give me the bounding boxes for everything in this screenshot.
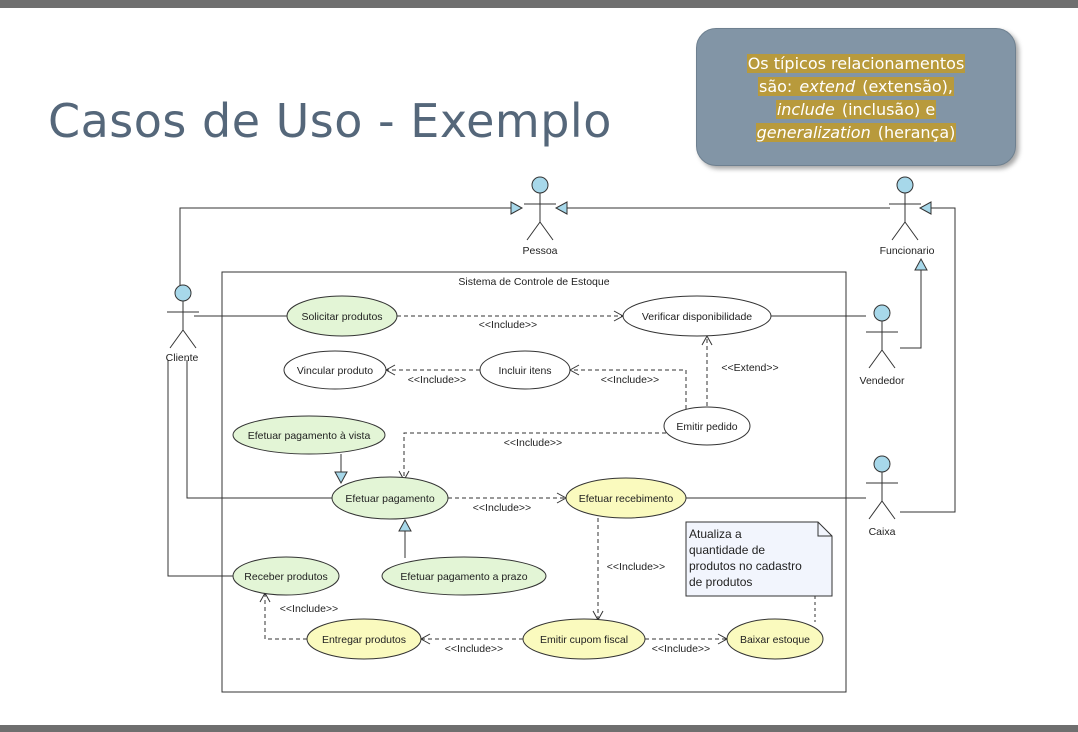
actor-funcionario[interactable] bbox=[889, 176, 921, 241]
svg-text:produtos no cadastro: produtos no cadastro bbox=[689, 559, 802, 573]
actor-cliente[interactable] bbox=[167, 284, 199, 349]
callout-line-2c: (extensão), bbox=[856, 77, 954, 96]
usecase-vincular-produto[interactable]: Vincular produto bbox=[283, 350, 387, 390]
svg-text:Verificar disponibilidade: Verificar disponibilidade bbox=[642, 311, 752, 323]
callout-text: Os típicos relacionamentos são: extend (… bbox=[697, 52, 1015, 144]
svg-text:Baixar estoque: Baixar estoque bbox=[740, 634, 810, 646]
usecase-emitir-cupom-fiscal[interactable]: Emitir cupom fiscal bbox=[522, 618, 646, 660]
usecase-baixar-estoque[interactable]: Baixar estoque bbox=[726, 618, 824, 660]
label-include-9: <<Include>> bbox=[280, 603, 338, 615]
svg-text:Entregar produtos: Entregar produtos bbox=[322, 634, 406, 646]
system-name: Sistema de Controle de Estoque bbox=[458, 276, 609, 288]
label-include-3: <<Include>> bbox=[601, 374, 659, 386]
label-include-8: <<Include>> bbox=[652, 643, 710, 655]
callout-line-2b: extend bbox=[798, 77, 857, 96]
include-emitir-incluir bbox=[568, 364, 687, 409]
actor-label-caixa: Caixa bbox=[869, 526, 896, 538]
svg-text:Vincular produto: Vincular produto bbox=[297, 365, 373, 377]
callout-line-4b: (herança) bbox=[871, 123, 957, 142]
include-emitir-pagamento bbox=[398, 432, 666, 482]
svg-text:Emitir cupom fiscal: Emitir cupom fiscal bbox=[540, 634, 628, 646]
callout-line-1: Os típicos relacionamentos bbox=[746, 54, 966, 73]
svg-text:Emitir pedido: Emitir pedido bbox=[676, 421, 737, 433]
svg-text:Efetuar pagamento a prazo: Efetuar pagamento a prazo bbox=[400, 571, 527, 583]
callout-box: Os típicos relacionamentos são: extend (… bbox=[696, 28, 1016, 166]
label-include-6: <<Include>> bbox=[607, 561, 665, 573]
assoc-cliente-receber bbox=[167, 360, 234, 577]
generalization-vendedor-funcionario bbox=[900, 257, 928, 349]
svg-text:Receber produtos: Receber produtos bbox=[244, 571, 327, 583]
svg-text:Atualiza a: Atualiza a bbox=[689, 527, 742, 541]
svg-text:de produtos: de produtos bbox=[689, 575, 752, 589]
note-atualiza-estoque: Atualiza a quantidade de produtos no cad… bbox=[685, 521, 833, 597]
actor-label-funcionario: Funcionario bbox=[880, 245, 935, 257]
usecase-entregar-produtos[interactable]: Entregar produtos bbox=[306, 618, 422, 660]
svg-text:Solicitar produtos: Solicitar produtos bbox=[301, 311, 382, 323]
label-extend: <<Extend>> bbox=[721, 362, 778, 374]
system-boundary bbox=[221, 271, 847, 693]
usecase-efetuar-pagamento[interactable]: Efetuar pagamento bbox=[331, 476, 449, 520]
svg-text:Efetuar pagamento: Efetuar pagamento bbox=[345, 493, 434, 505]
usecase-solicitar-produtos[interactable]: Solicitar produtos bbox=[286, 295, 398, 337]
slide-title: Casos de Uso - Exemplo bbox=[48, 94, 612, 148]
include-entregar-receber bbox=[259, 591, 307, 640]
label-include-7: <<Include>> bbox=[445, 643, 503, 655]
callout-line-4a: generalization bbox=[755, 123, 872, 142]
svg-text:Incluir itens: Incluir itens bbox=[498, 365, 551, 377]
usecase-verificar-disponibilidade[interactable]: Verificar disponibilidade bbox=[622, 295, 772, 337]
callout-line-3a: include bbox=[775, 100, 836, 119]
usecase-incluir-itens[interactable]: Incluir itens bbox=[479, 350, 571, 390]
actor-label-cliente: Cliente bbox=[166, 352, 199, 364]
usecase-efetuar-recebimento[interactable]: Efetuar recebimento bbox=[565, 477, 687, 519]
actor-vendedor[interactable] bbox=[866, 304, 898, 369]
usecase-efetuar-pagamento-vista[interactable]: Efetuar pagamento à vista bbox=[232, 415, 386, 455]
usecase-emitir-pedido[interactable]: Emitir pedido bbox=[663, 406, 751, 446]
svg-text:Efetuar recebimento: Efetuar recebimento bbox=[579, 493, 674, 505]
actor-label-vendedor: Vendedor bbox=[860, 375, 905, 387]
top-border-bar bbox=[0, 0, 1078, 8]
actor-caixa[interactable] bbox=[866, 455, 898, 520]
svg-text:quantidade de: quantidade de bbox=[689, 543, 765, 557]
callout-line-3b: (inclusão) e bbox=[835, 100, 937, 119]
svg-text:Efetuar pagamento à vista: Efetuar pagamento à vista bbox=[248, 430, 371, 442]
callout-line-2a: são: bbox=[757, 77, 799, 96]
assoc-cliente-pagamento bbox=[186, 360, 332, 499]
label-include-1: <<Include>> bbox=[479, 319, 537, 331]
usecase-receber-produtos[interactable]: Receber produtos bbox=[232, 556, 340, 596]
label-include-4: <<Include>> bbox=[504, 437, 562, 449]
label-include-5: <<Include>> bbox=[473, 502, 531, 514]
generalization-cliente-pessoa bbox=[179, 201, 524, 287]
bottom-border-bar bbox=[0, 725, 1078, 732]
actor-pessoa[interactable] bbox=[524, 176, 556, 241]
label-include-2: <<Include>> bbox=[408, 374, 466, 386]
usecase-efetuar-pagamento-prazo[interactable]: Efetuar pagamento a prazo bbox=[381, 556, 547, 596]
generalization-caixa-funcionario bbox=[900, 201, 956, 513]
actor-label-pessoa: Pessoa bbox=[522, 245, 557, 257]
